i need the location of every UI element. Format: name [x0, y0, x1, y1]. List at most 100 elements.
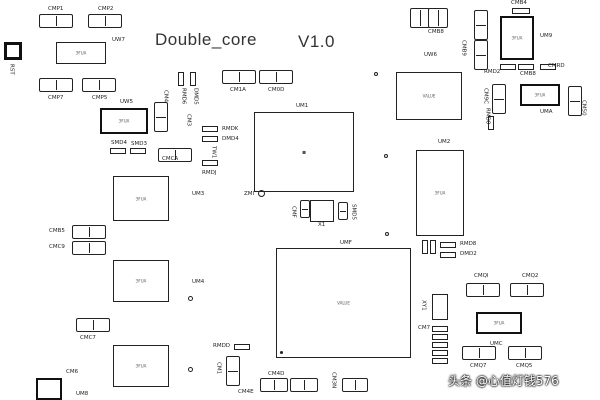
chip-uma: ЭFUA — [520, 84, 560, 106]
label-rmd6: RMD6 — [180, 88, 187, 105]
label-uw6: UW6 — [424, 52, 437, 58]
diode-smd3 — [130, 148, 146, 154]
capacitor-cmb8-top2 — [428, 8, 448, 28]
chip-um9-mark: ЭFUA — [511, 35, 523, 41]
capacitor-cm3n — [342, 378, 368, 392]
resistor-r-a — [432, 342, 448, 348]
label-xy1: XY1 — [420, 300, 427, 311]
label-cm4e: CM4E — [238, 389, 254, 395]
label-smd5: SMD5 — [350, 204, 357, 220]
label-dmd2: DMD2 — [460, 251, 477, 257]
resistor-rmd8-lower — [422, 240, 428, 254]
diode-dmd2 — [440, 252, 456, 258]
chip-uw6: VALUE — [396, 72, 462, 120]
capacitor-cmqi — [466, 283, 500, 297]
capacitor-cmb9 — [474, 10, 488, 40]
label-rmd8: RMD8 — [484, 108, 491, 125]
label-cmf: CMF — [290, 206, 297, 218]
capacitor-cmp1 — [39, 14, 73, 28]
resistor-rmdk — [202, 126, 218, 132]
label-rmd8-lower: RMD8 — [460, 241, 477, 247]
label-zmi: ZMI — [244, 191, 255, 197]
capacitor-cm4 — [154, 102, 168, 132]
label-cm9c: CM9C — [482, 88, 489, 104]
label-um9: UM9 — [540, 33, 553, 39]
diode-smd4 — [110, 148, 126, 154]
test-point — [188, 367, 193, 372]
label-cmb8: CMB8 — [428, 29, 444, 35]
label-cmb9: CMB9 — [460, 40, 467, 56]
diode-dmd5 — [190, 72, 196, 86]
chip-uma-mark: ЭFUA — [534, 92, 546, 98]
label-cm4: CM4 — [162, 90, 169, 103]
test-point — [384, 154, 388, 158]
label-um3: UM3 — [192, 191, 205, 197]
board-title: Double_core — [155, 30, 257, 49]
capacitor-cm1a — [222, 70, 256, 84]
capacitor-cmp2 — [88, 14, 122, 28]
reset-button-pad — [4, 42, 22, 60]
test-point — [385, 232, 389, 236]
chip-um8 — [36, 378, 62, 400]
chip-umc: ЭFUA — [476, 312, 522, 334]
label-uma: UMA — [540, 109, 553, 115]
label-um8: UM8 — [76, 391, 89, 397]
crystal-x1 — [310, 200, 334, 222]
label-cmq7: CMQ7 — [470, 363, 487, 369]
chip-um2-mark: ЭFUA — [434, 190, 446, 196]
chip-um3-mark: ЭFUA — [135, 196, 147, 201]
capacitor-cm50 — [568, 86, 582, 116]
chip-lower-left: ЭFUA — [113, 345, 169, 387]
label-umf: UMF — [340, 240, 352, 246]
chip-umf-pin1 — [280, 351, 283, 354]
chip-um1-mark: ■ — [302, 149, 306, 155]
label-uw5: UW5 — [120, 99, 133, 105]
label-cmq2: CMQ2 — [522, 273, 539, 279]
label-rmdk: RMDK — [222, 126, 239, 132]
capacitor-cmb8-mid — [518, 64, 534, 70]
chip-umf: VALUE — [276, 248, 411, 358]
capacitor-cmrd — [540, 64, 556, 70]
chip-um3: ЭFUA — [113, 176, 169, 221]
resistor-rmd8 — [488, 116, 494, 130]
label-rmd2: RMD2 — [484, 69, 501, 75]
capacitor-cmq2 — [510, 283, 544, 297]
resistor-r-c — [432, 358, 448, 364]
capacitor-cmq7 — [462, 346, 496, 360]
label-smd3: SMD3 — [131, 141, 147, 147]
label-cmp5: CMP5 — [92, 95, 108, 101]
test-point — [188, 296, 193, 301]
label-tw1: TW1 — [210, 146, 217, 159]
label-dmd5: DMD5 — [192, 88, 199, 105]
capacitor-cmq5 — [508, 346, 542, 360]
chip-uw5-mark: ЭFUA — [118, 118, 130, 124]
label-cmb4: CMB4 — [511, 0, 527, 6]
label-cmp2: CMP2 — [98, 6, 114, 12]
label-rmdd: RMDD — [213, 343, 231, 349]
diode-rmd8-lower — [430, 240, 436, 254]
chip-um1: ■ — [254, 112, 354, 192]
resistor-rmdd — [234, 344, 250, 350]
watermark-text: 头条 @心值灯钱576 — [448, 374, 559, 388]
capacitor-cmb8-top — [410, 8, 430, 28]
test-point — [374, 72, 378, 76]
capacitor-cmc9 — [72, 241, 106, 255]
capacitor-cm1 — [226, 356, 240, 386]
capacitor-cmc7 — [76, 318, 110, 332]
chip-lower-left-mark: ЭFUA — [135, 363, 147, 369]
capacitor-cm4d — [290, 378, 318, 392]
resistor-rmdj — [202, 160, 218, 166]
diode-dmd4 — [202, 136, 218, 142]
label-cm50: CM50 — [580, 100, 587, 116]
label-cmq5: CMQ5 — [516, 363, 533, 369]
label-umc: UMC — [490, 341, 503, 347]
chip-uw7-mark: ЭFUA — [75, 50, 87, 56]
chip-um2: ЭFUA — [416, 150, 464, 236]
label-cmca: CMCA — [162, 156, 179, 162]
capacitor-cmb5 — [72, 225, 106, 239]
label-x1: X1 — [318, 222, 326, 228]
label-cm7: CM7 — [418, 325, 431, 331]
chip-um4-mark: ЭFUA — [135, 278, 147, 284]
capacitor-cm7-a — [432, 326, 448, 332]
resistor-rmd8-h — [440, 242, 456, 248]
